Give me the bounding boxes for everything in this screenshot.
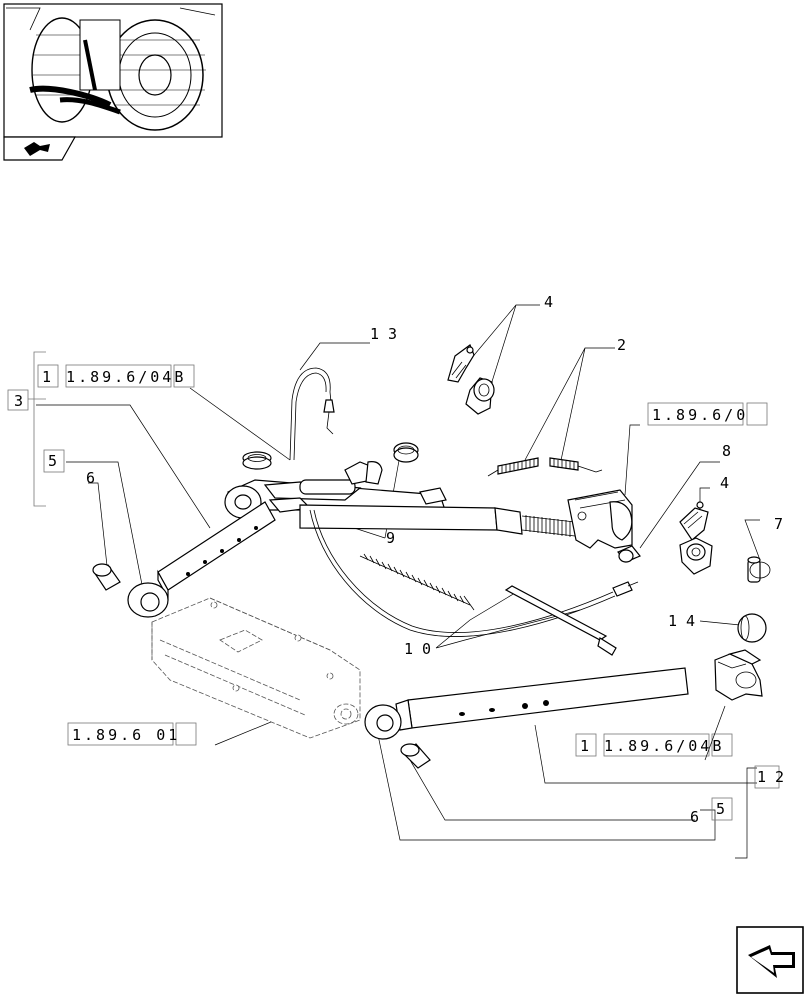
callout-14: 1 4 xyxy=(668,612,695,630)
callout-5-bottom-box xyxy=(711,797,733,821)
back-arrow-icon[interactable] xyxy=(24,142,50,156)
callout-13: 1 3 xyxy=(370,325,397,343)
group-bracket-left xyxy=(7,351,46,507)
part-4-latch-right[interactable] xyxy=(679,501,713,575)
part-3-lower-link-left[interactable] xyxy=(127,501,276,618)
ref-box-left-bottom[interactable]: 1.89.6 01 xyxy=(67,722,197,746)
part-9-spring[interactable] xyxy=(359,553,475,611)
part-4-latch-top[interactable] xyxy=(447,344,495,415)
callout-10: 1 0 xyxy=(404,640,431,658)
part-10-rod[interactable] xyxy=(504,585,617,656)
part-2-springs[interactable] xyxy=(487,457,603,477)
callout-6-top: 6 xyxy=(86,469,95,487)
callout-3: 3 xyxy=(14,392,23,410)
ref-box-left-top[interactable]: 1 1.89.6/04B xyxy=(37,364,195,388)
callout-8: 8 xyxy=(722,442,731,460)
part-ring-clamp-left[interactable] xyxy=(242,451,272,470)
callout-6-bottom: 6 xyxy=(690,808,699,826)
callout-2: 2 xyxy=(617,336,626,354)
callout-5-box xyxy=(43,449,65,473)
callout-12: 1 2 xyxy=(757,768,784,786)
part-7-pin[interactable] xyxy=(747,556,771,583)
thumbnail-frame[interactable] xyxy=(3,3,223,161)
callout-9: 9 xyxy=(386,529,395,547)
part-ring-clamp-right[interactable] xyxy=(393,442,419,463)
part-14-ball[interactable] xyxy=(737,613,767,643)
ref-box-right-bottom[interactable]: 1 1.89.6/04B xyxy=(575,733,733,757)
callout-7: 7 xyxy=(774,515,783,533)
callout-5-bottom: 5 xyxy=(716,800,725,818)
leader-lines xyxy=(36,304,761,859)
part-13-cable[interactable] xyxy=(289,367,335,461)
callout-4-top: 4 xyxy=(544,293,553,311)
part-12-lower-link-right[interactable] xyxy=(364,667,689,740)
next-page-arrow-icon[interactable] xyxy=(736,926,804,994)
part-hitch-bracket[interactable] xyxy=(151,597,361,739)
part-6-bush-right[interactable] xyxy=(400,743,431,769)
callout-5-top: 5 xyxy=(48,452,57,470)
part-hook-end[interactable] xyxy=(714,649,763,701)
ref-label-right-top: 1.89.6/0 xyxy=(652,406,748,424)
part-6-bush-left[interactable] xyxy=(92,563,121,591)
callout-12-box xyxy=(754,765,780,789)
ref-label-left-bottom: 1.89.6 01 xyxy=(72,726,180,744)
callout-4-right: 4 xyxy=(720,474,729,492)
part-lift-arm-assembly[interactable] xyxy=(224,461,633,549)
ref-box-right-top[interactable]: 1.89.6/0 xyxy=(647,402,768,426)
ref-label-left-top: 1 1.89.6/04B xyxy=(42,368,186,386)
part-8-bush[interactable] xyxy=(617,545,641,563)
ref-label-right-bottom: 1 1.89.6/04B xyxy=(580,737,724,755)
tractor-rear-thumbnail xyxy=(6,7,216,131)
